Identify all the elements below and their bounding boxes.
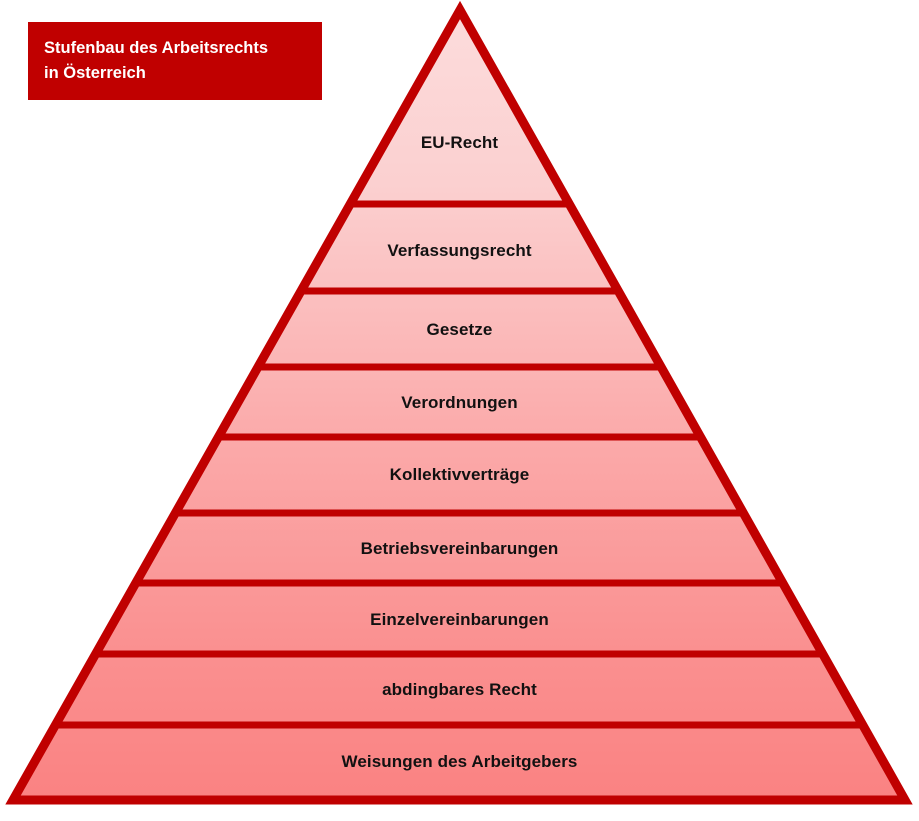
pyramid-level-3-label: Gesetze bbox=[426, 320, 493, 339]
pyramid-level-2-label: Verfassungsrecht bbox=[387, 241, 532, 260]
pyramid-level-4-label: Verordnungen bbox=[401, 393, 518, 412]
pyramid-level-6-label: Betriebsvereinbarungen bbox=[360, 539, 559, 558]
pyramid-level-1-label: EU-Recht bbox=[420, 133, 499, 152]
diagram-title-plate: Stufenbau des Arbeitsrechts in Österreic… bbox=[28, 22, 322, 100]
pyramid-level-8-label: abdingbares Recht bbox=[382, 680, 537, 699]
diagram-title-line-1: Stufenbau des Arbeitsrechts bbox=[44, 39, 269, 57]
pyramid-outline bbox=[5, 0, 913, 805]
pyramid-body bbox=[13, 10, 905, 800]
diagram-title-line-2: in Österreich bbox=[44, 64, 146, 82]
pyramid-level-9-label: Weisungen des Arbeitgebers bbox=[341, 752, 578, 771]
pyramid-level-7-label: Einzelvereinbarungen bbox=[370, 610, 549, 629]
pyramid-level-5-label: Kollektivverträge bbox=[389, 465, 530, 484]
